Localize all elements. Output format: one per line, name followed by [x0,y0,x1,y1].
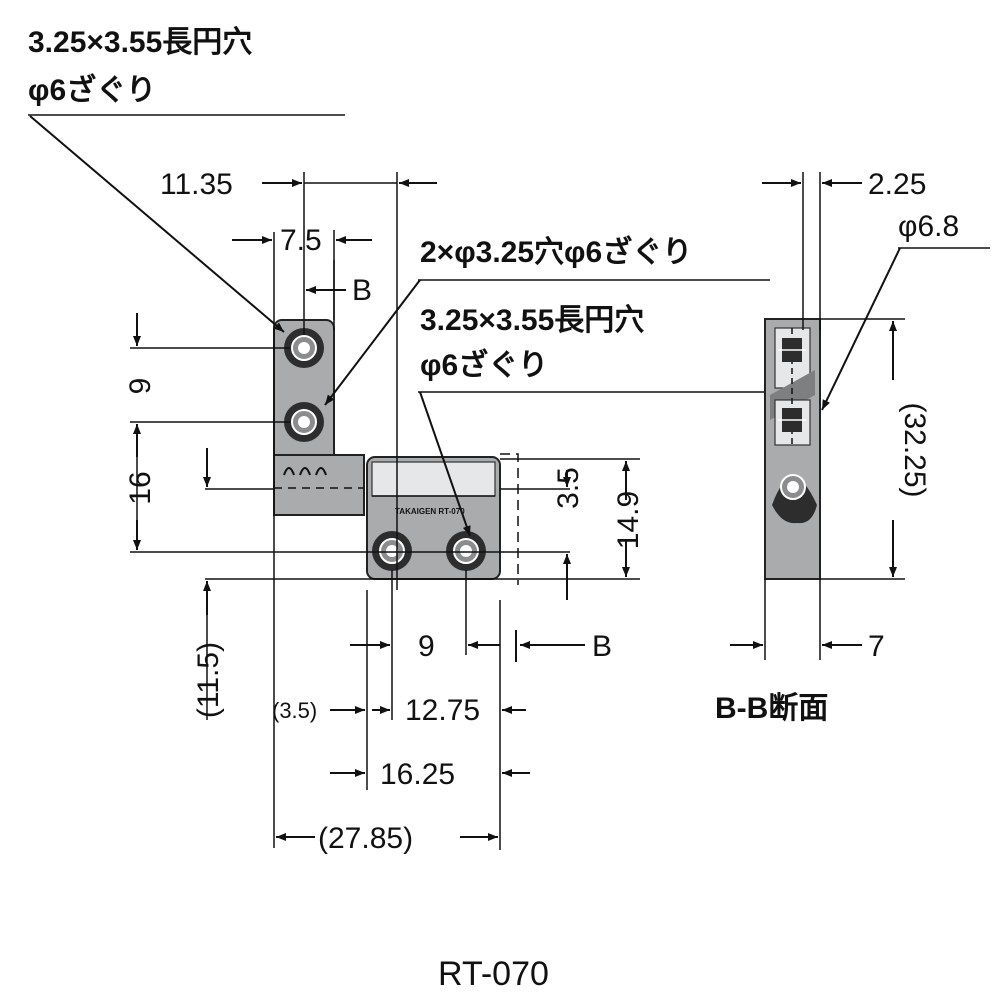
bottom-right-slot-hole [446,531,486,571]
dim-b-top: B [352,274,372,307]
dim-b-bottom: B [592,630,612,663]
bottom-left-hole [372,531,412,571]
horizontal-leaf-top-band [371,461,496,497]
dim-16: 16 [124,471,157,504]
note-slot-top-line2: φ6ざぐり [28,73,156,107]
section-view: 2.25 φ6.8 (32.25) 7 B-B断面 [715,168,990,725]
dim-7-5: 7.5 [280,224,322,257]
dim-2-25: 2.25 [868,168,926,201]
second-hole [284,402,324,442]
dim-12-75: 12.75 [405,694,480,727]
leaf-knuckle [273,454,365,516]
note-slot-mid-line1: 3.25×3.55長円穴 [420,304,644,337]
section-hole [772,474,817,524]
dim-16-25: 16.25 [380,758,455,791]
dim-11-35: 11.35 [160,168,233,201]
dim-9-bottom: 9 [418,630,435,663]
note-holes: 2×φ3.25穴φ6ざぐり [420,235,692,269]
dim-7: 7 [868,630,885,663]
front-dimensions: 11.35 7.5 B 9 16 (11.5) 3.5 14.9 9 [124,168,645,855]
dim-11-5: (11.5) [192,642,225,718]
dim-3-5-right: 3.5 [552,467,585,509]
notes: 3.25×3.55長円穴 φ6ざぐり 2×φ3.25穴φ6ざぐり 3.25×3.… [28,26,770,537]
dim-3-5-paren: (3.5) [272,698,317,723]
dim-27-85: (27.85) [318,822,413,855]
section-label: B-B断面 [715,692,828,725]
note-slot-mid-line2: φ6ざぐり [420,348,548,382]
dim-phi-6-8: φ6.8 [898,210,959,243]
dim-9-left: 9 [124,378,157,395]
model-name: RT-070 [438,955,549,993]
leaf-marking: TAKAIGEN RT-070 [395,507,465,516]
dim-14-9: 14.9 [612,491,645,549]
top-slot-hole [284,328,324,368]
note-slot-top-line1: 3.25×3.55長円穴 [28,26,252,59]
front-view: TAKAIGEN RT-070 [273,319,519,585]
dim-32-25: (32.25) [898,402,931,497]
